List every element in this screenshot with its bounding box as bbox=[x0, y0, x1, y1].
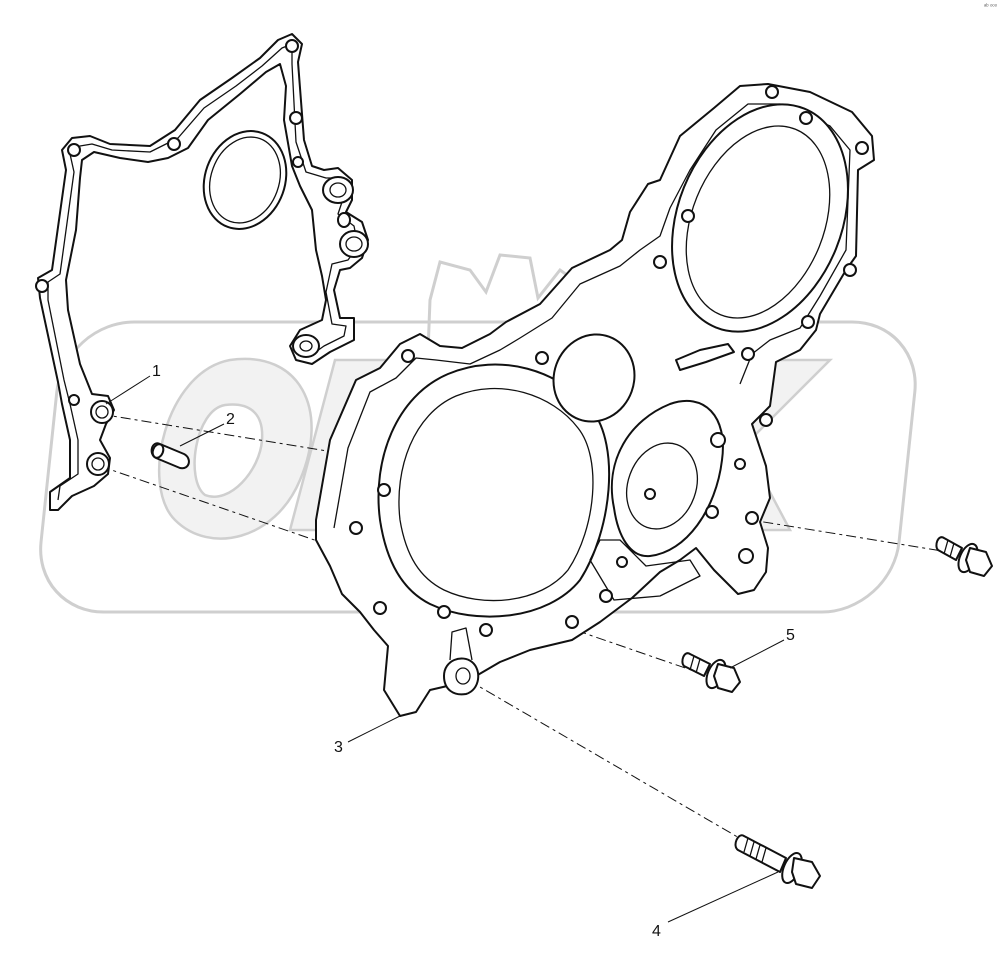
gasket-dowel-ring-inner bbox=[91, 457, 105, 471]
gasket-port-ring bbox=[322, 176, 354, 204]
timing-cover-lower-boss-hole bbox=[455, 667, 471, 685]
gasket-port-ring bbox=[292, 334, 320, 358]
gasket bbox=[35, 33, 369, 511]
bolt-hole bbox=[401, 349, 415, 363]
bolt-hole bbox=[616, 556, 628, 568]
gasket-port-ring-inner bbox=[329, 182, 347, 198]
timing-cover-middle-opening bbox=[552, 333, 636, 423]
bolt-hole bbox=[479, 623, 493, 637]
bolt-hole bbox=[437, 605, 451, 619]
bolt-hole bbox=[705, 505, 719, 519]
timing-cover-boss-web bbox=[449, 627, 473, 661]
short-bolt-thread bbox=[943, 539, 955, 558]
leader-4 bbox=[667, 871, 779, 923]
gasket-outline bbox=[37, 33, 369, 511]
timing-cover-pump-pocket bbox=[610, 399, 724, 558]
short-bolt-shank bbox=[681, 652, 711, 677]
bolt-hole bbox=[653, 255, 667, 269]
long-bolt-head bbox=[791, 857, 821, 889]
bolt-hole bbox=[843, 263, 857, 277]
short-bolt-shank bbox=[935, 536, 963, 561]
gasket-large-bore bbox=[202, 130, 288, 230]
timing-cover-main-bore-inner bbox=[398, 387, 594, 602]
gasket-port-ring bbox=[337, 212, 351, 228]
bolt-hole bbox=[741, 347, 755, 361]
gasket-hole bbox=[67, 143, 81, 157]
bolt-hole bbox=[710, 432, 726, 448]
watermark-letter-o bbox=[157, 357, 313, 540]
timing-cover-lug bbox=[675, 343, 735, 371]
short-flange-bolt-upper bbox=[935, 536, 993, 577]
dowel-pin bbox=[150, 442, 190, 470]
bolt-hole bbox=[644, 488, 656, 500]
gasket-port-ring bbox=[339, 230, 369, 258]
gasket-dowel-ring bbox=[90, 400, 114, 424]
timing-cover-lower-boss bbox=[443, 657, 480, 696]
bolt-hole bbox=[855, 141, 869, 155]
short-bolt-head bbox=[965, 547, 993, 577]
timing-cover bbox=[315, 83, 875, 717]
gasket-hole bbox=[68, 394, 80, 406]
timing-cover-flange-inner bbox=[333, 103, 851, 529]
callout-labels: 1 2 3 4 5 bbox=[152, 363, 795, 940]
bolt-hole bbox=[759, 413, 773, 427]
bolt-hole bbox=[349, 521, 363, 535]
bolt-hole bbox=[535, 351, 549, 365]
leader-3 bbox=[347, 715, 401, 743]
bolt-hole bbox=[799, 111, 813, 125]
corner-reference-mark: ᵃᵇ ᵒᵒᵒ bbox=[984, 3, 998, 10]
gasket-hole bbox=[289, 111, 303, 125]
bolt-hole bbox=[801, 315, 815, 329]
gasket-large-bore-inner bbox=[209, 136, 281, 224]
gasket-dowel-ring bbox=[86, 452, 110, 476]
gasket-hole bbox=[167, 137, 181, 151]
bolt-hole bbox=[599, 589, 613, 603]
timing-cover-pump-bore bbox=[626, 442, 698, 530]
short-bolt-head bbox=[713, 663, 741, 693]
bolt-hole bbox=[734, 458, 746, 470]
leader-5 bbox=[729, 639, 785, 669]
timing-cover-bolt-holes bbox=[349, 85, 869, 637]
long-bolt-thread bbox=[743, 837, 767, 863]
callout-4: 4 bbox=[652, 923, 661, 940]
short-flange-bolt-lower bbox=[681, 652, 741, 693]
dowel-pin-end bbox=[151, 443, 165, 459]
gasket-inner-bead bbox=[47, 43, 359, 501]
gasket-port-ring-inner bbox=[299, 340, 313, 352]
gasket-port-ring-inner bbox=[345, 236, 363, 252]
callout-2: 2 bbox=[226, 411, 235, 428]
long-flange-bolt bbox=[734, 834, 821, 889]
timing-cover-rib bbox=[589, 539, 701, 601]
bolt-hole bbox=[765, 85, 779, 99]
callout-1: 1 bbox=[152, 363, 161, 380]
bolt-hole bbox=[377, 483, 391, 497]
gasket-hole bbox=[35, 279, 49, 293]
callout-leaders bbox=[105, 375, 785, 923]
gasket-dowel-ring-inner bbox=[95, 405, 109, 419]
callout-3: 3 bbox=[334, 739, 343, 756]
short-bolt-thread bbox=[689, 655, 701, 674]
centerline-bolt-4 bbox=[467, 679, 809, 879]
bolt-hole bbox=[565, 615, 579, 629]
leader-2 bbox=[179, 423, 225, 447]
bolt-hole bbox=[681, 209, 695, 223]
callout-5: 5 bbox=[786, 627, 795, 644]
timing-cover-main-bore bbox=[377, 363, 611, 618]
centerline-lower bbox=[99, 465, 721, 681]
bolt-hole bbox=[738, 548, 754, 564]
gasket-hole bbox=[285, 39, 299, 53]
timing-cover-upper-bore-inner bbox=[685, 125, 831, 319]
gasket-hole bbox=[292, 156, 304, 168]
long-bolt-shank bbox=[734, 834, 787, 873]
bolt-hole bbox=[373, 601, 387, 615]
bolt-hole bbox=[745, 511, 759, 525]
leader-1 bbox=[105, 375, 151, 405]
